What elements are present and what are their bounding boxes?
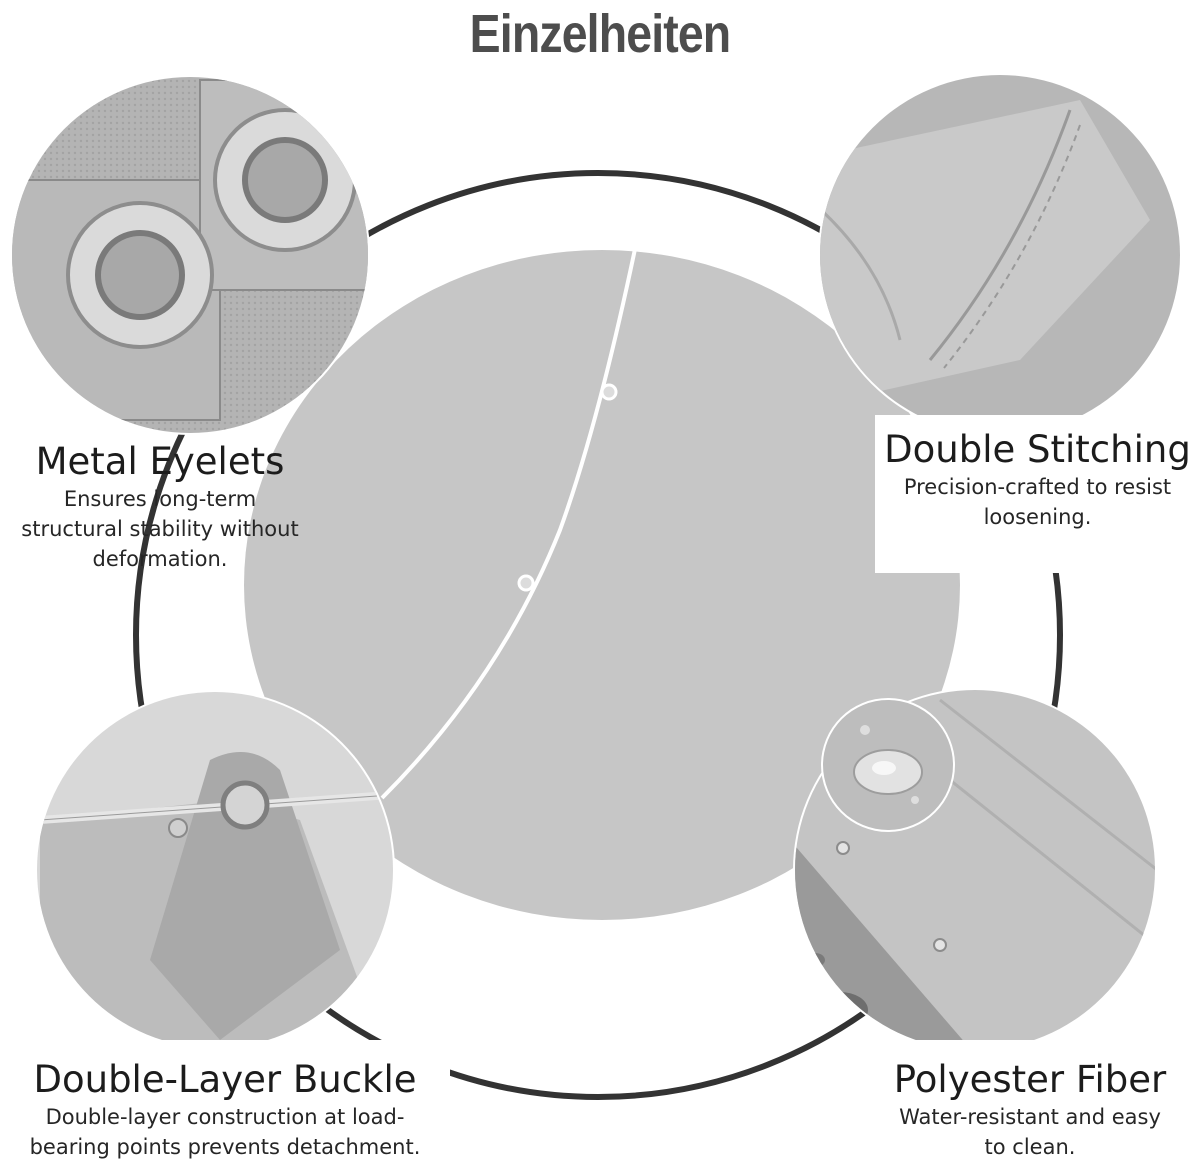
page-title: Einzelheiten	[469, 4, 731, 64]
outer-ring	[133, 170, 1063, 1100]
feature-desc-line: Double-layer construction at load-	[45, 1105, 405, 1129]
feature-desc-line: to clean.	[984, 1135, 1076, 1159]
cord-eyelet	[517, 574, 535, 592]
feature-desc-line: deformation.	[92, 547, 228, 571]
feature-double-stitching: Double Stitching Precision-crafted to re…	[875, 428, 1200, 532]
feature-desc-line: loosening.	[983, 505, 1092, 529]
feature-heading: Metal Eyelets	[35, 440, 285, 483]
water-drop-inset	[823, 700, 953, 830]
feature-heading: Double Stitching	[884, 428, 1191, 471]
double-layer-buckle-photo	[37, 692, 393, 1048]
feature-desc-line: bearing points prevents detachment.	[29, 1135, 421, 1159]
feature-metal-eyelets: Metal Eyelets Ensures long-term structur…	[0, 440, 320, 574]
feature-heading: Double-Layer Buckle	[33, 1058, 417, 1101]
double-stitching-photo	[820, 75, 1180, 435]
feature-double-layer-buckle: Double-Layer Buckle Double-layer constru…	[0, 1058, 450, 1162]
feature-desc-line: Ensures long-term	[63, 487, 257, 511]
feature-desc-line: Water-resistant and easy	[899, 1105, 1161, 1129]
feature-desc-line: Precision-crafted to resist	[903, 475, 1172, 499]
cord-eyelet	[600, 383, 618, 401]
sail-cord	[380, 224, 642, 800]
feature-polyester-fiber: Polyester Fiber Water-resistant and easy…	[860, 1058, 1200, 1162]
feature-desc-line: structural stability without	[21, 517, 299, 541]
feature-heading: Polyester Fiber	[893, 1058, 1167, 1101]
